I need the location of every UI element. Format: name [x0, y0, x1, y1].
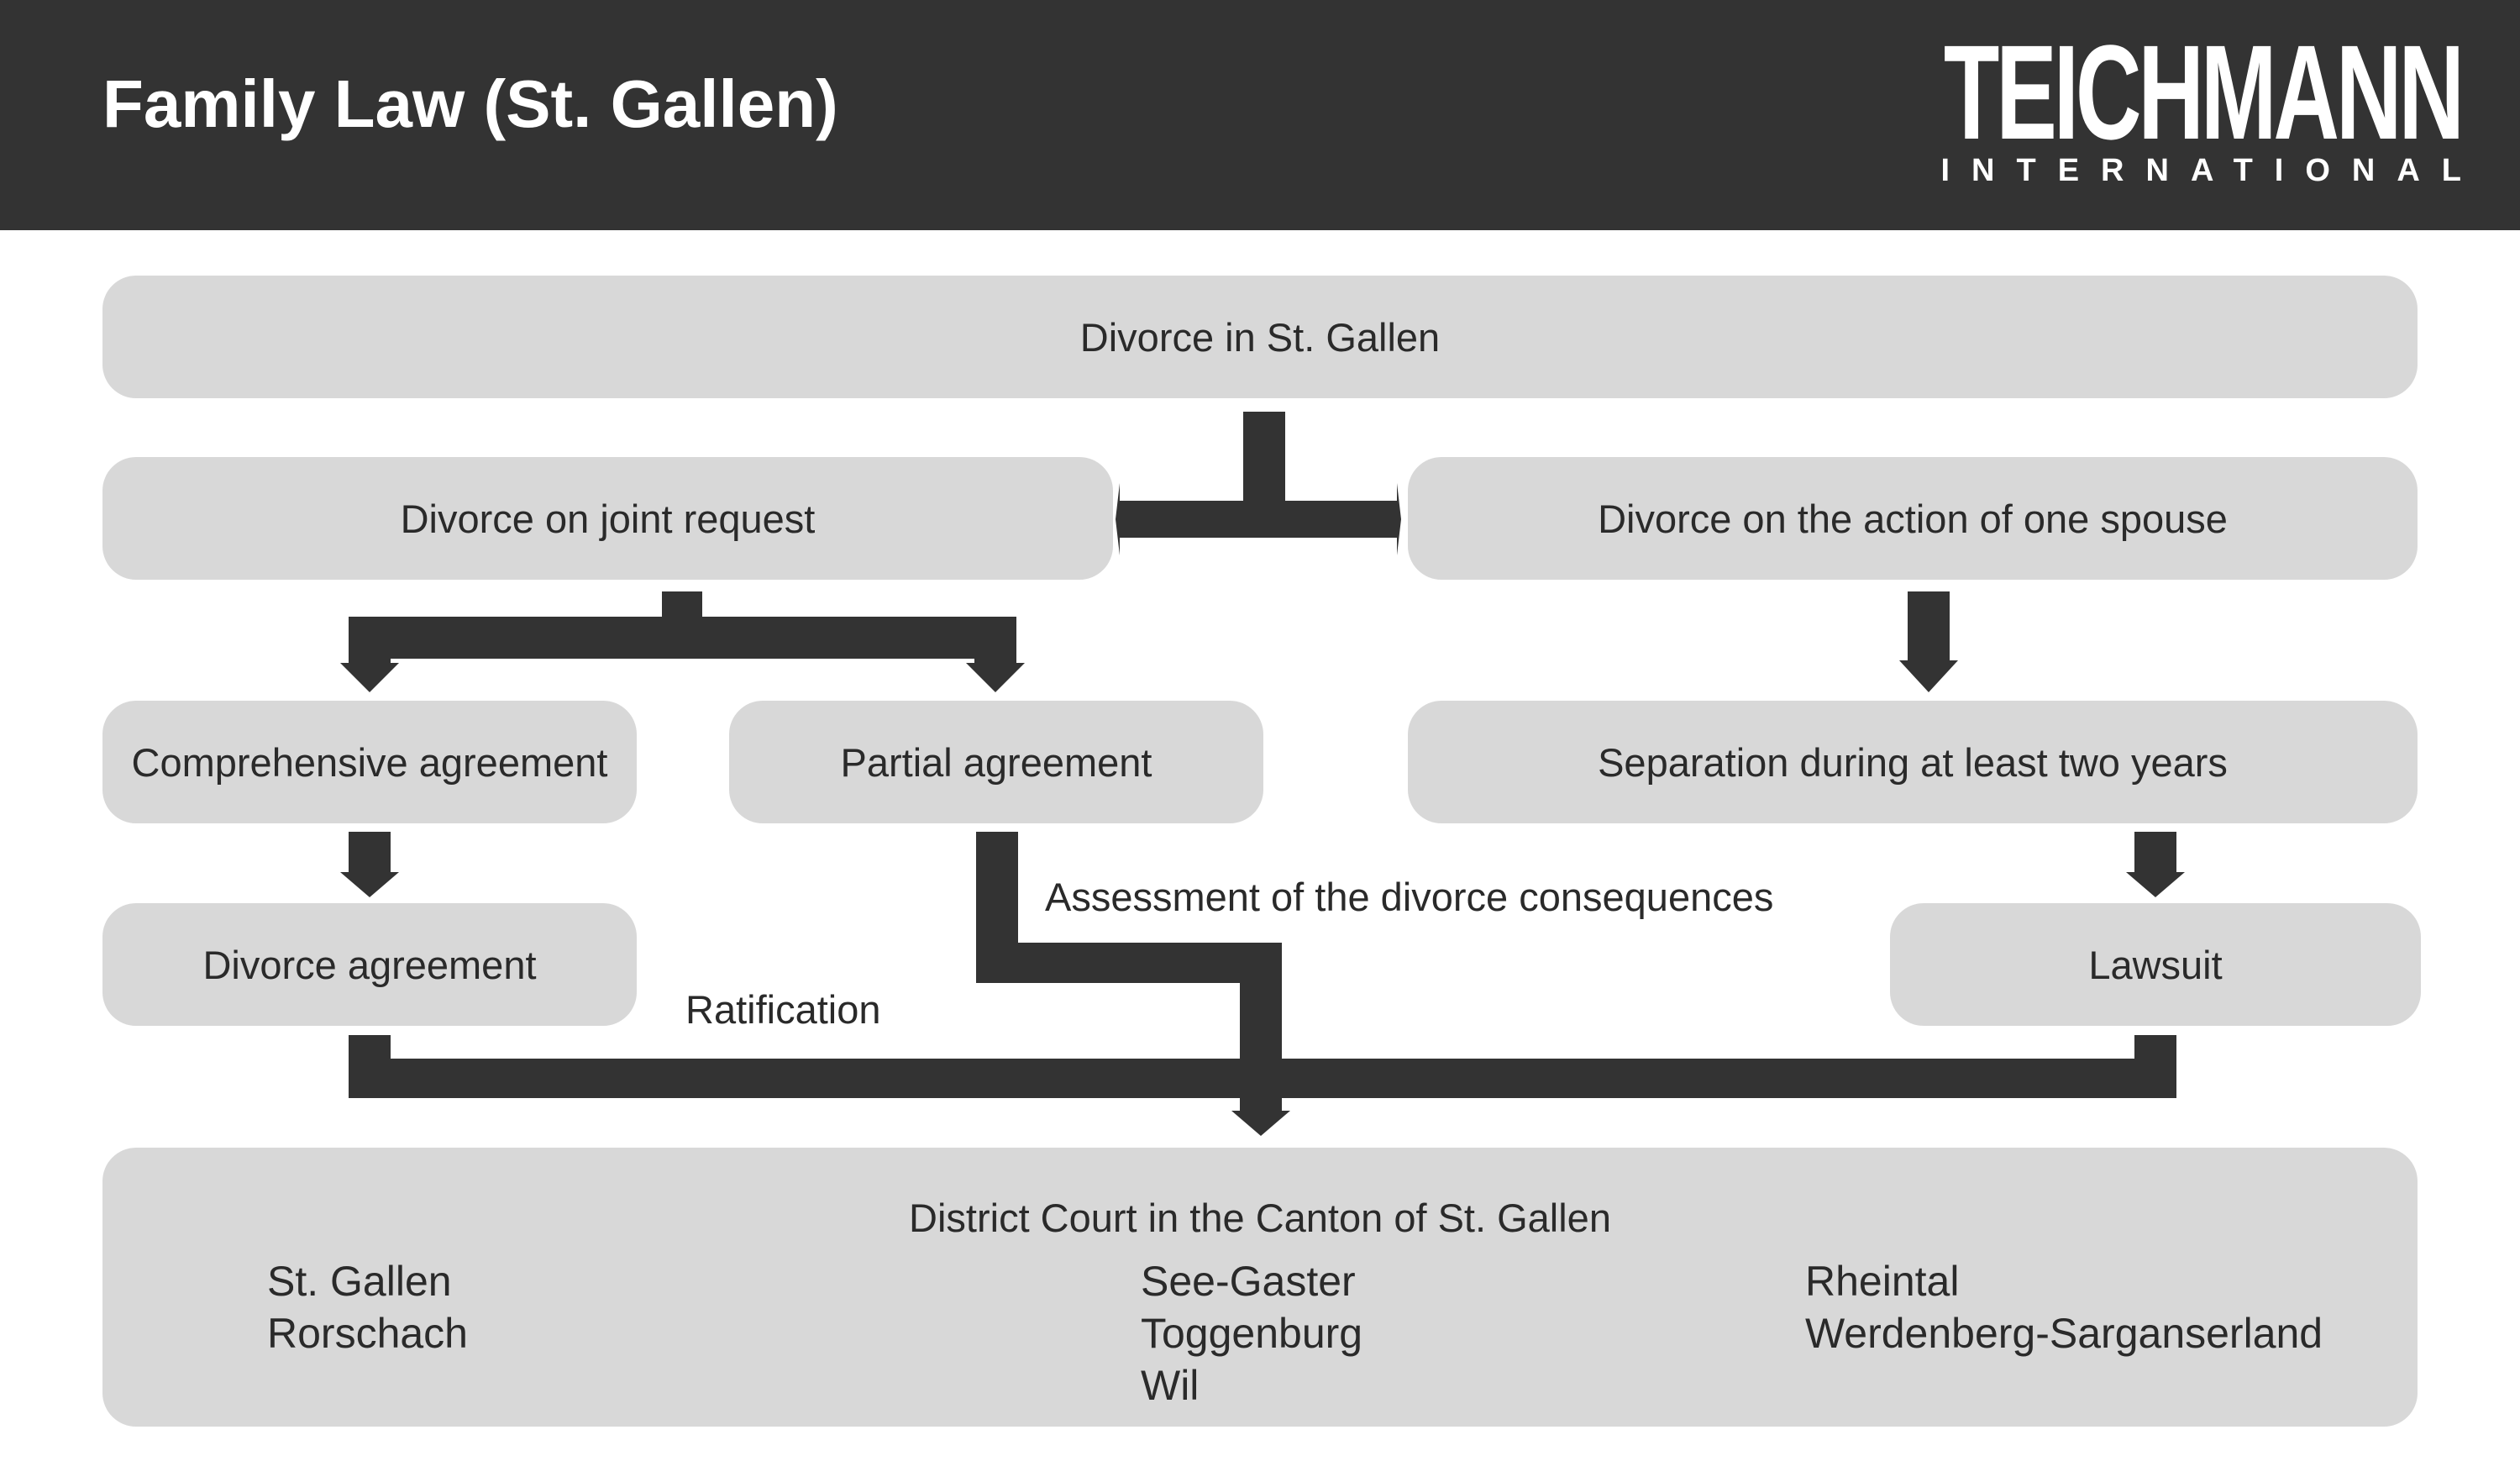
lawsuit-stem — [2134, 1035, 2176, 1098]
court-toggenburg: Toggenburg — [1141, 1310, 1363, 1357]
arrow-to-divorce-agreement-head — [340, 872, 399, 897]
page-title: Family Law (St. Gallen) — [102, 66, 838, 141]
court-werdenberg-sarganserland: Werdenberg-Sarganserland — [1805, 1310, 2323, 1357]
joint-action-double-arrow — [1116, 483, 1401, 555]
arrow-to-separation-head — [1899, 660, 1958, 692]
joint-request-box: Divorce on joint request — [102, 457, 1113, 580]
court-see-gaster: See-Gaster — [1141, 1258, 1356, 1305]
arrow-to-court-head — [1231, 1111, 1290, 1136]
separation-box: Separation during at least two years — [1408, 701, 2418, 823]
court-rorschach: Rorschach — [267, 1310, 468, 1357]
arrow-to-lawsuit-shaft — [2134, 832, 2176, 872]
district-court-box: District Court in the Canton of St. Gall… — [102, 1148, 2418, 1427]
logo-wordmark: TEICHMANN — [1943, 17, 2465, 167]
court-column-1: St. Gallen Rorschach — [267, 1255, 468, 1359]
action-one-spouse-box: Divorce on the action of one spouse — [1408, 457, 2418, 580]
bottom-collector-bar — [349, 1059, 2176, 1098]
logo-subtitle: INTERNATIONAL — [1940, 153, 2483, 188]
joint-split-bar — [349, 617, 1016, 659]
district-court-title: District Court in the Canton of St. Gall… — [909, 1196, 1611, 1240]
arrow-to-lawsuit-head — [2126, 872, 2185, 897]
assessment-label: Assessment of the divorce consequences — [1045, 875, 1774, 919]
court-wil: Wil — [1141, 1362, 1200, 1409]
comprehensive-agreement-box: Comprehensive agreement — [102, 701, 637, 823]
court-st-gallen: St. Gallen — [267, 1258, 452, 1305]
lawsuit-box: Lawsuit — [1890, 903, 2421, 1026]
root-connector-stem — [1243, 412, 1285, 509]
arrow-to-partial-head — [966, 663, 1025, 692]
partial-elbow-across — [976, 943, 1282, 983]
header-bar: Family Law (St. Gallen) TEICHMANN INTERN… — [0, 0, 2520, 230]
court-column-3: Rheintal Werdenberg-Sarganserland — [1805, 1255, 2323, 1359]
arrow-to-comprehensive-head — [340, 663, 399, 692]
arrow-to-partial-shaft — [974, 633, 1016, 663]
partial-agreement-box: Partial agreement — [729, 701, 1263, 823]
arrow-to-separation-shaft — [1908, 591, 1950, 660]
arrow-to-comprehensive-shaft — [349, 633, 391, 663]
teichmann-logo: TEICHMANN INTERNATIONAL — [1924, 17, 2465, 193]
divorce-in-st-gallen-box: Divorce in St. Gallen — [102, 276, 2418, 398]
court-column-2: See-Gaster Toggenburg Wil — [1141, 1255, 1362, 1411]
ratification-label: Ratification — [685, 987, 881, 1032]
divorce-agreement-box: Divorce agreement — [102, 903, 637, 1026]
arrow-to-divorce-agreement-shaft — [349, 832, 391, 872]
court-rheintal: Rheintal — [1805, 1258, 1960, 1305]
